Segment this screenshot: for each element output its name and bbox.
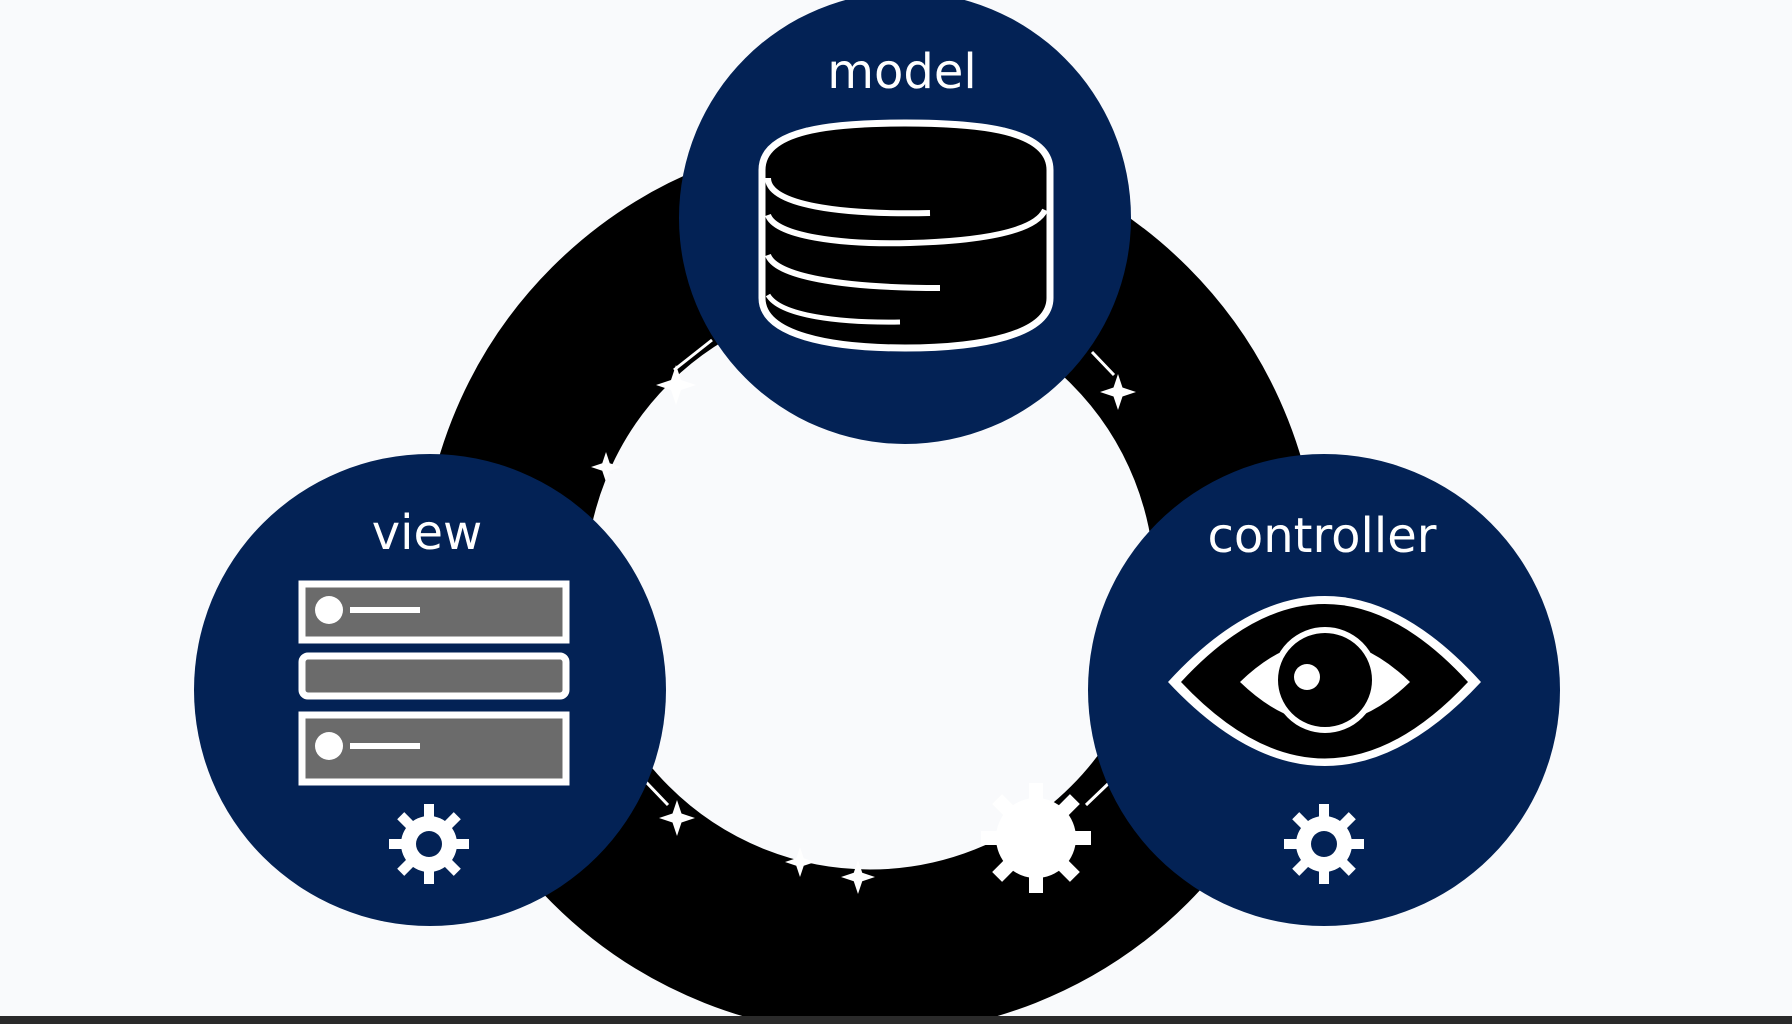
database-icon [758, 119, 1054, 352]
sparkle-icon [659, 800, 695, 836]
sparkle-icon [591, 452, 621, 482]
arc-tick [1090, 350, 1116, 377]
list-row [298, 652, 570, 700]
list-row [298, 580, 570, 644]
gear-icon [981, 783, 1091, 893]
model-label: model [827, 44, 976, 100]
model-node: model [679, 0, 1131, 444]
view-label: view [372, 505, 483, 561]
sparkle-icon [841, 860, 875, 894]
eye-icon [1168, 596, 1481, 766]
sparkle-icon [1100, 374, 1136, 410]
controller-label: controller [1208, 508, 1437, 564]
sparkle-icon [656, 365, 696, 405]
view-node: view [194, 454, 666, 926]
gear-icon [1284, 804, 1364, 884]
arc-tick [1084, 780, 1112, 807]
sparkle-icon [785, 847, 815, 877]
controller-node: controller [1088, 454, 1560, 926]
arc-tick [673, 338, 713, 372]
arc-tick [644, 780, 670, 807]
list-row [298, 711, 570, 786]
list-view-icon [298, 580, 570, 786]
bottom-divider [0, 1016, 1792, 1024]
gear-icon [389, 804, 469, 884]
